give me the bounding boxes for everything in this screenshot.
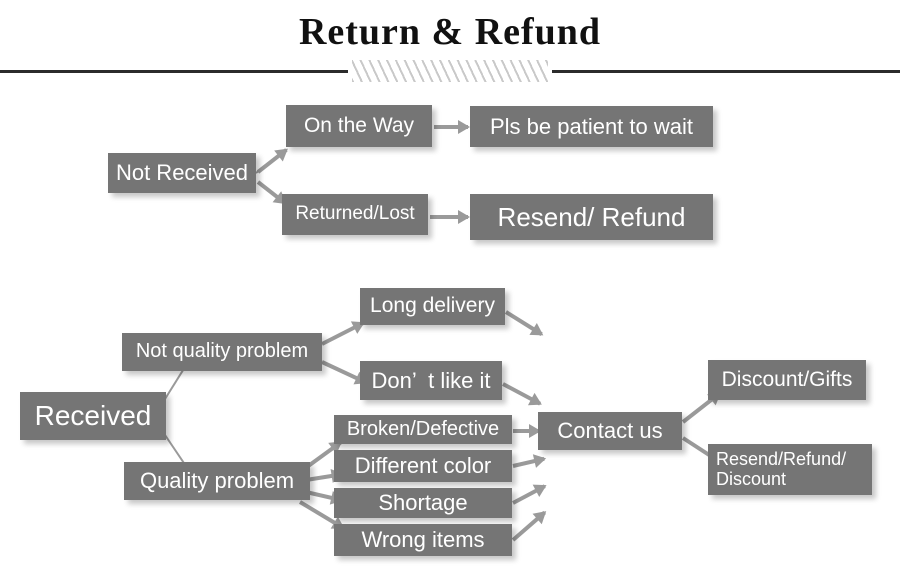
node-not-quality-problem[interactable]: Not quality problem — [122, 333, 322, 371]
divider-rule-left — [0, 70, 348, 73]
divider-hatch-ornament — [352, 60, 548, 82]
node-contact-us[interactable]: Contact us — [538, 412, 682, 450]
node-shortage[interactable]: Shortage — [334, 488, 512, 518]
arrow-brokendefective-to-contactus — [513, 429, 539, 433]
divider-rule-right — [552, 70, 900, 73]
arrow-notreceived-to-ontheway — [256, 148, 288, 174]
arrow-notquality-to-longdelivery — [321, 321, 364, 346]
node-different-color[interactable]: Different color — [334, 450, 512, 482]
arrow-longdelivery-to-contactus — [504, 310, 543, 336]
arrow-shortage-to-contactus — [512, 484, 546, 505]
node-resend-refund-discount[interactable]: Resend/Refund/ Discount — [708, 444, 872, 495]
node-discount-gifts[interactable]: Discount/Gifts — [708, 360, 866, 400]
node-not-received[interactable]: Not Received — [108, 153, 256, 193]
arrow-dontlikeit-to-contactus — [502, 382, 542, 406]
node-on-the-way[interactable]: On the Way — [286, 105, 432, 147]
node-received[interactable]: Received — [20, 392, 166, 440]
node-resend-refund[interactable]: Resend/ Refund — [470, 194, 713, 240]
node-dont-like-it[interactable]: Don’ t like it — [360, 361, 502, 400]
node-quality-problem[interactable]: Quality problem — [124, 462, 310, 500]
arrow-wrongitems-to-contactus — [511, 510, 547, 542]
node-long-delivery[interactable]: Long delivery — [360, 288, 505, 325]
node-pls-be-patient-to-wait[interactable]: Pls be patient to wait — [470, 106, 713, 147]
node-returned-lost[interactable]: Returned/Lost — [282, 194, 428, 235]
arrow-ontheway-to-plsbepatient — [434, 125, 468, 129]
page-title: Return & Refund — [298, 11, 602, 53]
arrow-returnedlost-to-resendrefund — [430, 215, 468, 219]
node-wrong-items[interactable]: Wrong items — [334, 524, 512, 556]
node-broken-defective[interactable]: Broken/Defective — [334, 415, 512, 444]
arrow-differentcolor-to-contactus — [512, 456, 545, 468]
